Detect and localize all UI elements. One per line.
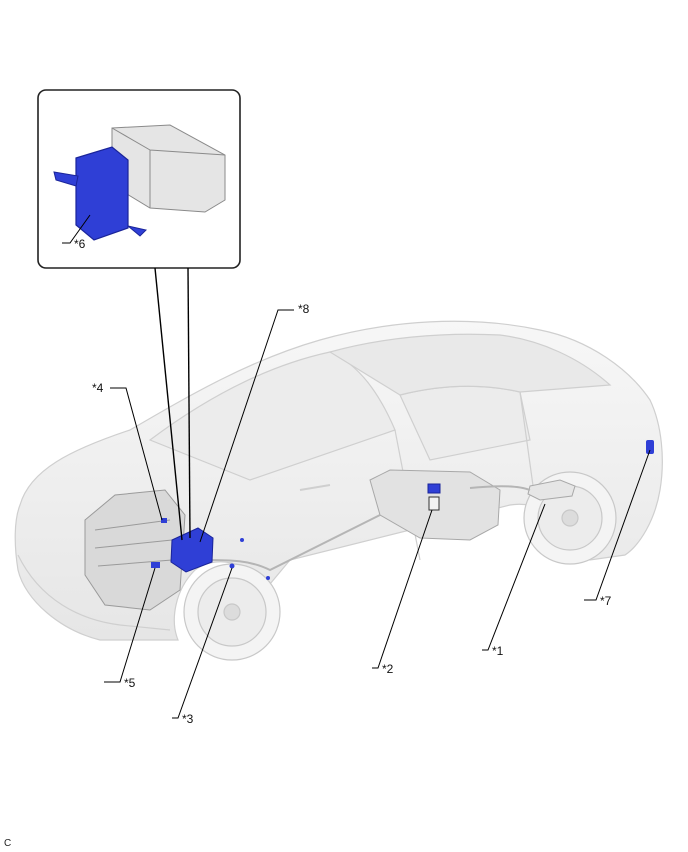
leader-5 bbox=[104, 567, 156, 683]
canister bbox=[527, 479, 576, 501]
figure-code: C bbox=[4, 838, 12, 849]
callout-3: *3 bbox=[182, 712, 194, 726]
callout-7: *7 bbox=[600, 594, 612, 608]
leader-6 bbox=[62, 214, 91, 244]
leader-7 bbox=[584, 449, 651, 601]
front-wheel bbox=[183, 563, 281, 661]
fuel-pump-highlight bbox=[427, 483, 441, 511]
inset-detail bbox=[37, 89, 241, 269]
callout-6: *6 bbox=[74, 237, 86, 251]
engine-assembly bbox=[84, 489, 186, 611]
sensor-highlight-3 bbox=[229, 538, 270, 580]
leader-lines bbox=[62, 214, 651, 719]
fuel-line bbox=[204, 485, 531, 572]
sensor-highlight-4 bbox=[161, 518, 167, 523]
leader-1 bbox=[482, 503, 546, 651]
rear-sensor-7 bbox=[646, 440, 654, 454]
inset-pointer bbox=[154, 267, 191, 541]
leader-8 bbox=[199, 309, 294, 543]
leader-4 bbox=[110, 387, 163, 521]
callout-2: *2 bbox=[382, 662, 394, 676]
callout-5: *5 bbox=[124, 676, 136, 690]
callout-8: *8 bbox=[298, 302, 310, 316]
ecm-inset-highlight bbox=[75, 146, 129, 241]
callout-1: *1 bbox=[492, 644, 504, 658]
leader-2 bbox=[372, 509, 433, 669]
leader-3 bbox=[172, 567, 233, 719]
callout-4: *4 bbox=[92, 381, 104, 395]
sensor-highlight-5 bbox=[151, 562, 160, 568]
